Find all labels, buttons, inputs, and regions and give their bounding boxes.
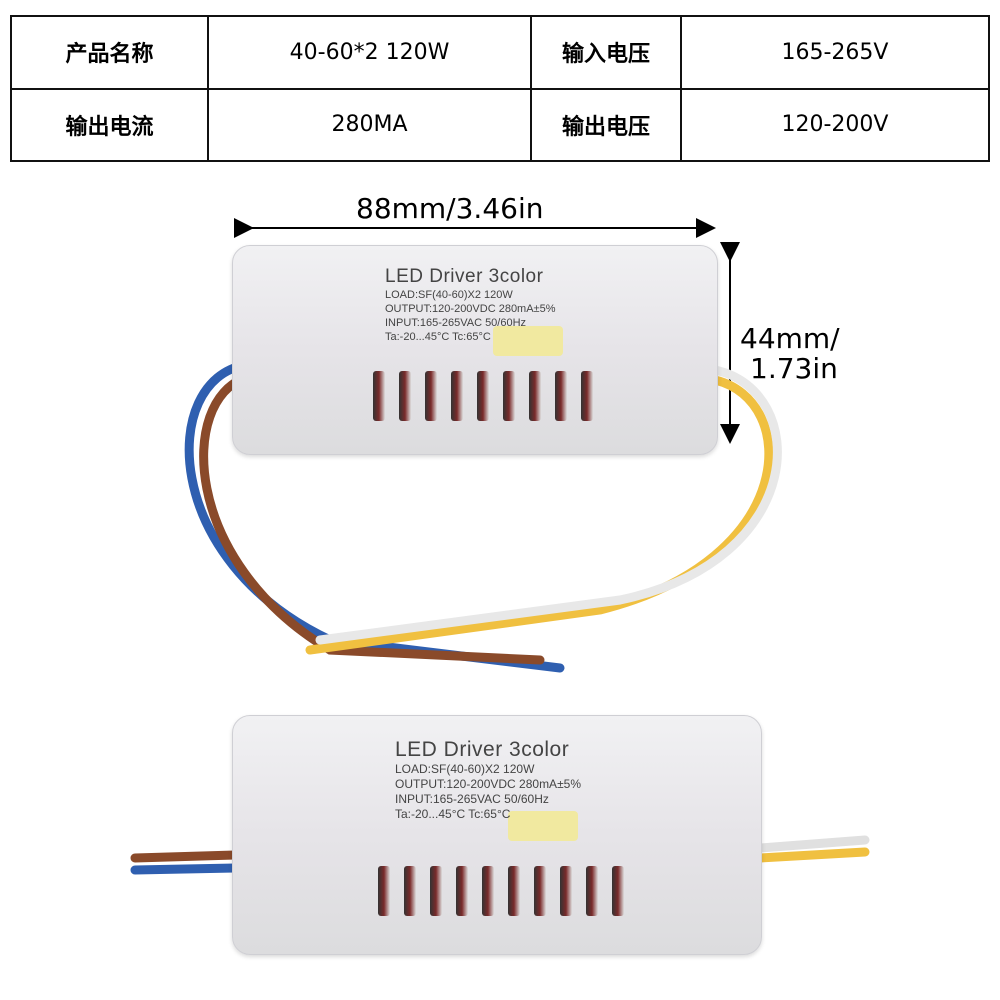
wires <box>130 360 870 875</box>
label-temp: Ta:-20...45°C Tc:65°C <box>385 331 491 343</box>
spec-value: 120-200V <box>680 87 990 162</box>
vent-fins <box>373 371 593 421</box>
width-dimension: 88mm/3.46in <box>356 192 544 225</box>
led-driver-top: LED Driver 3color LOAD:SF(40-60)X2 120W … <box>232 245 718 455</box>
capacitor <box>508 811 578 841</box>
spec-value: 40-60*2 120W <box>207 15 532 90</box>
led-driver-bottom: LED Driver 3color LOAD:SF(40-60)X2 120W … <box>232 715 762 955</box>
label-title: LED Driver 3color <box>395 738 570 761</box>
spec-value: 280MA <box>207 87 532 162</box>
label-input: INPUT:165-265VAC 50/60Hz <box>385 317 527 329</box>
driver-label: LED Driver 3color LOAD:SF(40-60)X2 120W … <box>385 266 556 344</box>
vent-fins <box>378 866 624 916</box>
label-load: LOAD:SF(40-60)X2 120W <box>385 289 513 301</box>
height-dimension-line2: 1.73in <box>750 352 838 385</box>
spec-table: 产品名称 40-60*2 120W 输入电压 165-265V 输出电流 280… <box>10 15 990 162</box>
height-dimension-line1: 44mm/ <box>740 322 840 355</box>
spec-label: 产品名称 <box>10 15 209 90</box>
spec-value: 165-265V <box>680 15 990 90</box>
label-title: LED Driver 3color <box>385 266 544 287</box>
table-row: 产品名称 40-60*2 120W 输入电压 165-265V <box>10 15 990 90</box>
label-temp: Ta:-20...45°C Tc:65°C <box>395 807 511 821</box>
label-load: LOAD:SF(40-60)X2 120W <box>395 762 535 776</box>
label-input: INPUT:165-265VAC 50/60Hz <box>395 792 549 806</box>
spec-label: 输出电压 <box>530 87 682 162</box>
label-output: OUTPUT:120-200VDC 280mA±5% <box>385 303 556 315</box>
driver-label: LED Driver 3color LOAD:SF(40-60)X2 120W … <box>395 738 581 822</box>
capacitor <box>493 326 563 356</box>
label-output: OUTPUT:120-200VDC 280mA±5% <box>395 777 581 791</box>
table-row: 输出电流 280MA 输出电压 120-200V <box>10 87 990 162</box>
spec-label: 输出电流 <box>10 87 209 162</box>
spec-label: 输入电压 <box>530 15 682 90</box>
